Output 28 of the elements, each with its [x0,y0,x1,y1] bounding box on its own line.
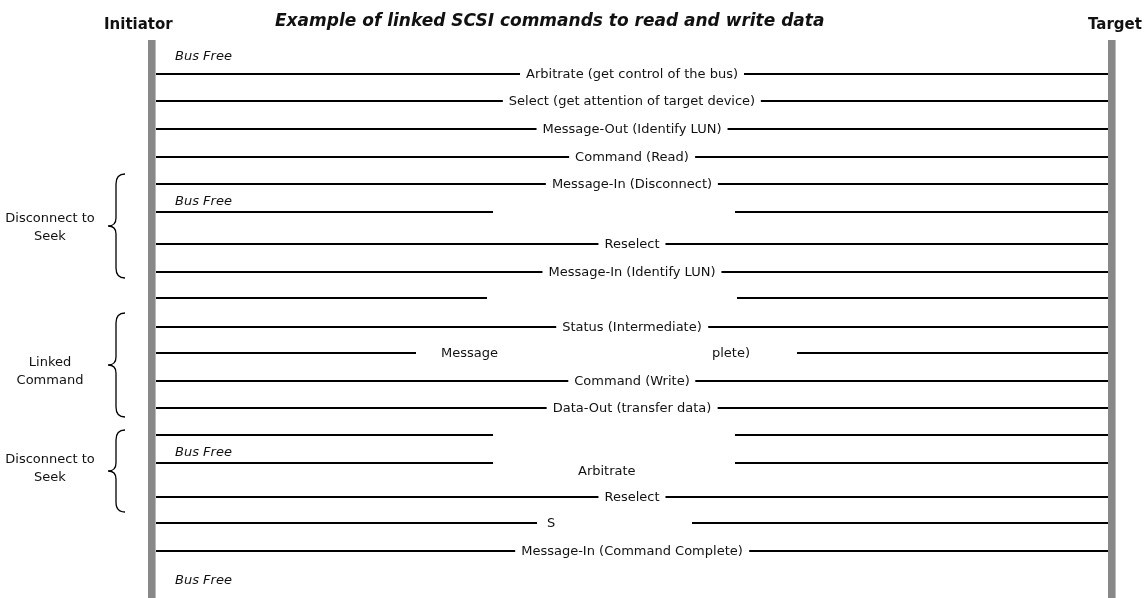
phase-label: Bus Free [175,572,232,588]
lifeline [1088,14,1142,598]
fragment-label: S [547,515,556,531]
fragment-label: Message [441,345,498,361]
edge-label: Message-In (Disconnect) [545,176,719,192]
edge-label: Status (Intermediate) [556,319,708,335]
group-label: Disconnect to Seek [4,450,96,486]
message-line [155,243,1109,245]
lifeline-header: Target [1088,14,1142,34]
edge-label: Command (Write) [568,373,696,389]
lifeline [104,14,173,598]
fragment-label: plete) [712,345,751,361]
edge-label: Message-In (Identify LUN) [542,264,722,280]
diagram-title: Example of linked SCSI commands to read and write data [275,10,825,30]
edge-label: Data-Out (transfer data) [546,400,718,416]
group-label: Disconnect to Seek [4,209,96,245]
edge-label: Message-Out (Identify LUN) [536,121,728,137]
edge-label: Select (get attention of target device) [502,93,762,109]
message-line [155,496,1109,498]
group-label: Linked Command [15,353,85,389]
lifeline-header: Initiator [104,14,173,34]
phase-label: Bus Free [175,444,232,460]
phase-label: Bus Free [175,48,232,64]
edge-label: Arbitrate (get control of the bus) [520,66,744,82]
edge-label: Command (Read) [569,149,695,165]
fragment-label: Arbitrate [578,463,636,479]
phase-label: Bus Free [175,193,232,209]
edge-label: Message-In (Command Complete) [515,543,749,559]
